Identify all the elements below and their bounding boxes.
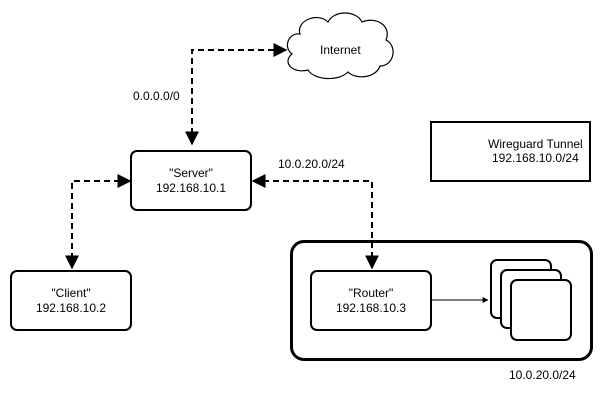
server-ip: 192.168.10.1	[155, 180, 227, 195]
router-route-label: 10.0.20.0/24	[278, 157, 345, 171]
tunnel-link-server-internet	[185, 43, 288, 146]
tunnel-link-server-client	[65, 174, 132, 270]
lan-subnet-label: 10.0.20.0/24	[509, 368, 576, 382]
server-name: "Server"	[169, 165, 213, 180]
client-name: "Client"	[51, 285, 91, 300]
legend-subnet: 192.168.10.0/24	[492, 151, 579, 165]
internet-cloud-icon	[286, 12, 394, 80]
client-ip: 192.168.10.2	[35, 300, 107, 315]
router-node[interactable]: "Router" 192.168.10.3	[310, 270, 432, 331]
tunnel-link-server-router	[251, 174, 379, 270]
router-name: "Router"	[348, 285, 394, 300]
router-ip: 192.168.10.3	[335, 300, 407, 315]
legend-box	[430, 121, 591, 182]
internet-route-label: 0.0.0.0/0	[133, 89, 180, 103]
server-node[interactable]: "Server" 192.168.10.1	[130, 150, 252, 211]
client-node[interactable]: "Client" 192.168.10.2	[10, 270, 132, 331]
lan-device-stack-front	[510, 279, 572, 341]
internet-label: Internet	[320, 43, 361, 57]
legend-title: Wireguard Tunnel	[488, 137, 583, 151]
